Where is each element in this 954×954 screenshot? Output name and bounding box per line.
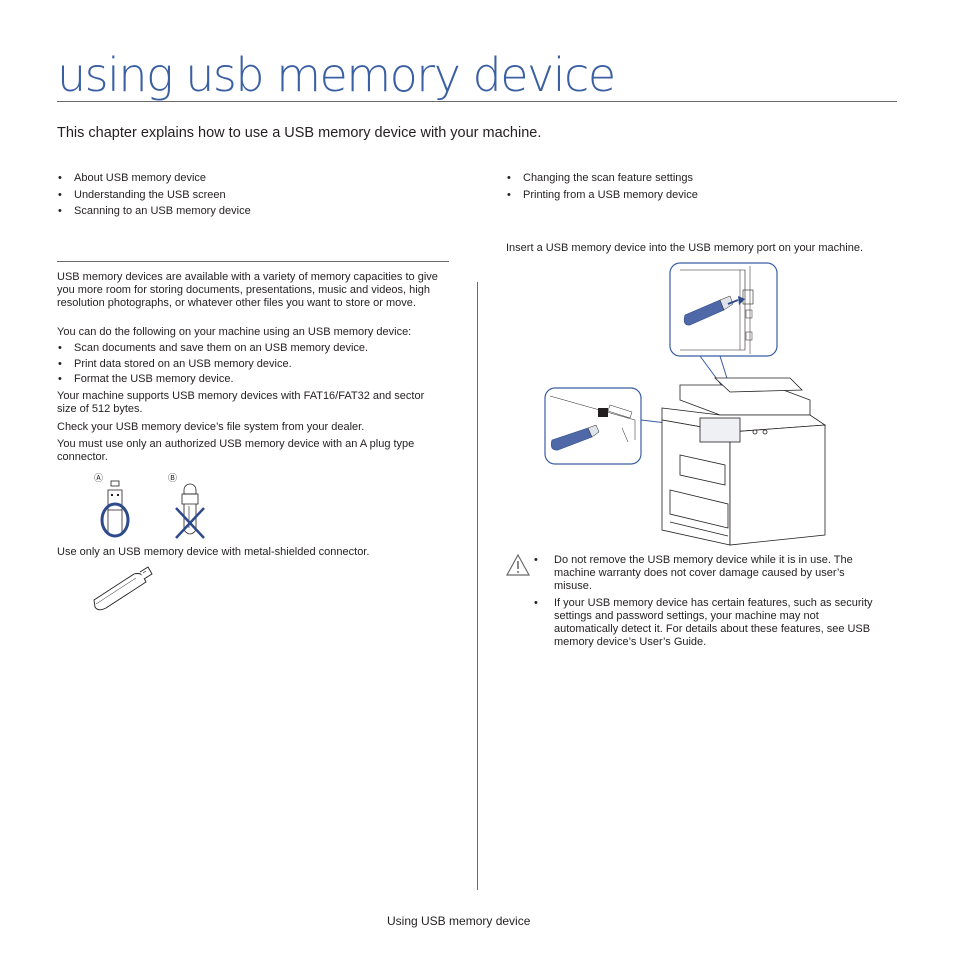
title-divider (57, 101, 897, 102)
toc-item-about[interactable]: About USB memory device (57, 170, 251, 187)
section-divider (57, 261, 449, 262)
printer-usb-illustration (544, 262, 827, 546)
list-item: Do not remove the USB memory device whil… (534, 554, 884, 593)
toc-item-printing[interactable]: Printing from a USB memory device (506, 187, 698, 204)
warning-notes: Do not remove the USB memory device whil… (534, 554, 884, 653)
usb-stick-icon (93, 566, 153, 611)
insert-paragraph: Insert a USB memory device into the USB … (506, 242, 864, 254)
list-item: If your USB memory device has certain fe… (534, 597, 884, 649)
usb-plug-a-icon (100, 480, 130, 538)
toc-item-scanning[interactable]: Scanning to an USB memory device (57, 203, 251, 220)
page-title: using usb memory device (57, 48, 616, 102)
plug-type-paragraph: You must use only an authorized USB memo… (57, 438, 415, 463)
capabilities-paragraph: You can do the following on your machine… (57, 326, 412, 338)
about-paragraph: USB memory devices are available with a … (57, 271, 438, 309)
metal-shield-paragraph: Use only an USB memory device with metal… (57, 546, 370, 558)
front-port-callout (544, 387, 642, 465)
dealer-paragraph: Check your USB memory device’s file syst… (57, 421, 365, 433)
printer-icon (661, 377, 827, 546)
capabilities-list: Scan documents and save them on an USB m… (57, 341, 368, 388)
usb-plug-b-icon (175, 483, 205, 539)
toc-item-screen[interactable]: Understanding the USB screen (57, 187, 251, 204)
warning-icon (505, 553, 531, 576)
toc-left: About USB memory device Understanding th… (57, 170, 251, 220)
toc-item-scan-settings[interactable]: Changing the scan feature settings (506, 170, 698, 187)
label-b: Ⓑ (168, 473, 178, 483)
usb-plug-type-illustration (100, 480, 205, 539)
usb-stick-illustration (93, 566, 153, 611)
side-port-callout (669, 262, 778, 357)
intro-text: This chapter explains how to use a USB m… (57, 125, 542, 141)
label-a: Ⓐ (94, 473, 104, 483)
list-item: Print data stored on an USB memory devic… (57, 357, 368, 373)
filesystem-paragraph: Your machine supports USB memory devices… (57, 390, 425, 415)
toc-right: Changing the scan feature settings Print… (506, 170, 698, 203)
list-item: Format the USB memory device. (57, 372, 368, 388)
page-footer: Using USB memory device (387, 914, 531, 928)
column-divider (477, 282, 478, 890)
list-item: Scan documents and save them on an USB m… (57, 341, 368, 357)
